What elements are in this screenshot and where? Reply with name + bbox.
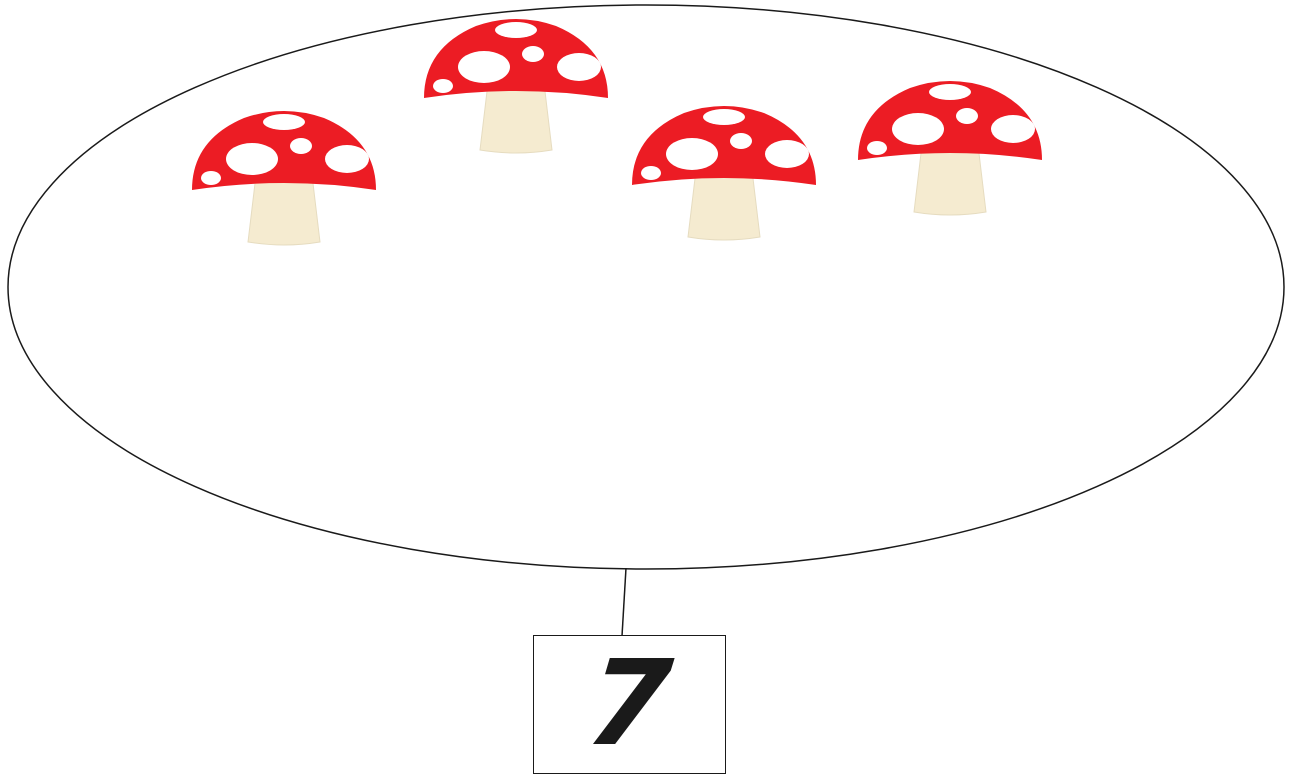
number-card: 7 <box>533 633 726 774</box>
mushroom-icon <box>191 110 377 246</box>
mushroom-icon <box>423 18 609 154</box>
set-ellipse <box>7 4 1285 570</box>
mushroom-icon <box>631 105 817 241</box>
mushroom-set <box>191 18 1043 246</box>
connector-line <box>621 567 627 637</box>
number-label: 7 <box>581 633 678 772</box>
mushroom-icon <box>857 80 1043 216</box>
